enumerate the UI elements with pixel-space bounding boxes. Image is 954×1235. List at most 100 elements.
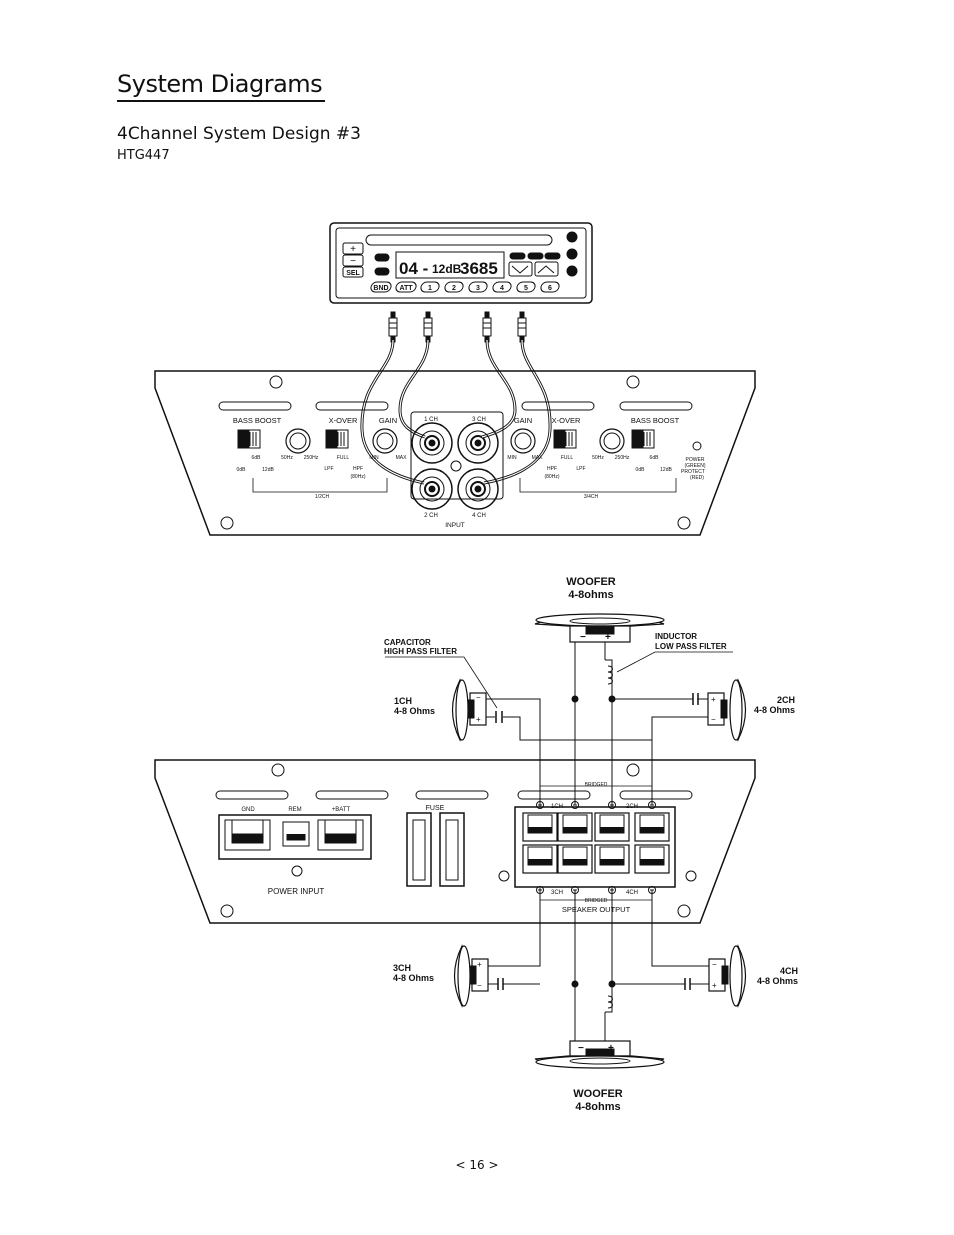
label-max-right: MAX	[532, 455, 544, 461]
woofer-top-label: WOOFER	[566, 576, 616, 588]
ch4-ohms: 4-8 Ohms	[757, 976, 798, 986]
rca-plug	[423, 311, 433, 343]
hu-button-label: 3	[476, 285, 480, 292]
label-250hz-left: 250Hz	[304, 455, 319, 461]
label-bridged-bottom: BRIDGED	[585, 898, 608, 904]
inductor-label: INDUCTOR	[655, 632, 697, 641]
label-power-input: POWER INPUT	[268, 887, 325, 896]
label-out-2ch: 2CH	[626, 804, 638, 810]
label-6db-right: 6dB	[650, 455, 660, 461]
page-title: System Diagrams	[117, 70, 323, 98]
ch3-label: 3CH	[393, 963, 411, 973]
svg-text:−: −	[578, 1043, 584, 1054]
label-4ch: 4 CH	[472, 513, 486, 519]
label-hpf-freq-left: (80Hz)	[350, 474, 365, 480]
label-hpf-left: HPF	[353, 466, 363, 472]
svg-text:+: +	[476, 715, 481, 724]
speaker-wiring: − + − + − + + −	[385, 613, 747, 1069]
label-bridged-top: BRIDGED	[585, 782, 608, 788]
label-protect: PROTECT	[681, 469, 705, 475]
svg-text:+: +	[605, 632, 611, 643]
rca-cables	[360, 311, 552, 497]
svg-text:−: −	[712, 960, 717, 969]
svg-text:−: −	[580, 632, 586, 643]
label-3ch: 3 CH	[472, 417, 486, 423]
hu-button-1: 1	[420, 281, 440, 293]
label-speaker-output: SPEAKER OUTPUT	[562, 905, 631, 914]
label-bass-boost-left: BASS BOOST	[233, 416, 282, 425]
label-input: INPUT	[445, 522, 465, 529]
svg-text:+: +	[712, 981, 717, 990]
rca-plug	[517, 311, 527, 343]
label-max-left: MAX	[396, 455, 408, 461]
label-2ch: 2 CH	[424, 513, 438, 519]
hu-minus-label: −	[350, 256, 356, 267]
ch3-ohms: 4-8 Ohms	[393, 973, 434, 983]
label-6db-left: 6dB	[252, 455, 262, 461]
label-out-4ch: 4CH	[626, 890, 638, 896]
ch4-label: 4CH	[780, 966, 798, 976]
woofer-bottom-label: WOOFER	[573, 1088, 623, 1100]
hu-button-label: BND	[373, 285, 388, 292]
hu-button-label: 1	[428, 285, 432, 292]
power-terminals	[224, 819, 364, 851]
hu-button-2: 2	[444, 281, 464, 293]
rca-plug-inserted	[424, 435, 440, 451]
ch1-label: 1CH	[394, 696, 412, 706]
label-0db-right: 0dB	[636, 467, 646, 473]
ch2-label: 2CH	[777, 695, 795, 705]
label-hpf-right: HPF	[547, 466, 557, 472]
svg-text:−: −	[477, 981, 482, 990]
hu-plus-label: +	[350, 244, 356, 255]
label-rem: REM	[288, 807, 301, 813]
label-min-right: MIN	[507, 455, 517, 461]
rca-plug	[388, 311, 398, 343]
speaker-2ch: + −	[707, 678, 747, 742]
woofer-bottom-speaker: − +	[534, 1040, 665, 1069]
hu-button-3: 3	[468, 281, 488, 293]
hu-button-label: 5	[524, 285, 528, 292]
speaker-terminal-bottom	[557, 844, 593, 874]
label-min-left: MIN	[369, 455, 379, 461]
hu-button-att: ATT	[395, 281, 417, 293]
label-250hz-right: 250Hz	[615, 455, 630, 461]
speaker-terminal-top	[557, 812, 593, 842]
label-power: POWER	[686, 457, 705, 463]
label-bass-boost-right: BASS BOOST	[631, 416, 680, 425]
label-0db-left: 0dB	[237, 467, 247, 473]
hu-button-6: 6	[540, 281, 560, 293]
svg-text:+: +	[608, 1043, 614, 1054]
label-full-right: FULL	[561, 455, 573, 461]
speaker-terminal-bottom	[522, 844, 558, 874]
page-number: < 16 >	[455, 1158, 499, 1172]
amplifier-top-panel	[154, 370, 756, 536]
rca-plug	[482, 311, 492, 343]
ch2-ohms: 4-8 Ohms	[754, 705, 795, 715]
speaker-terminal-top	[522, 812, 558, 842]
label-green: (GREEN)	[684, 463, 705, 469]
label-gnd: GND	[241, 807, 255, 813]
ch1-ohms: 4-8 Ohms	[394, 706, 435, 716]
label-batt: +BATT	[332, 807, 351, 813]
label-hpf-freq-right: (80Hz)	[544, 474, 559, 480]
speaker-1ch: − +	[451, 678, 487, 742]
hu-button-label: 6	[548, 285, 552, 292]
label-group-34ch: 3/4CH	[584, 494, 599, 500]
page-subtitle: 4Channel System Design #3	[117, 124, 361, 144]
woofer-bottom-ohms: 4-8ohms	[575, 1101, 620, 1113]
label-gain-right: GAIN	[514, 416, 532, 425]
label-12db-right: 12dB	[660, 467, 672, 473]
capacitor-sub-label: HIGH PASS FILTER	[384, 647, 457, 656]
label-out-1ch: 1CH	[551, 804, 563, 810]
speaker-3ch: + −	[453, 944, 489, 1008]
amplifier-top-labels: BASS BOOST X-OVER GAIN GAIN X-OVER BASS …	[233, 416, 706, 529]
speaker-labels: WOOFER 4-8ohms WOOFER 4-8ohms 1CH 4-8 Oh…	[384, 576, 798, 1113]
label-50hz-right: 50Hz	[592, 455, 604, 461]
label-lpf-left: LPF	[324, 466, 333, 472]
capacitor-label: CAPACITOR	[384, 638, 431, 647]
speaker-terminal-top	[634, 812, 670, 842]
woofer-top-ohms: 4-8ohms	[568, 589, 613, 601]
label-12db-left: 12dB	[262, 467, 274, 473]
